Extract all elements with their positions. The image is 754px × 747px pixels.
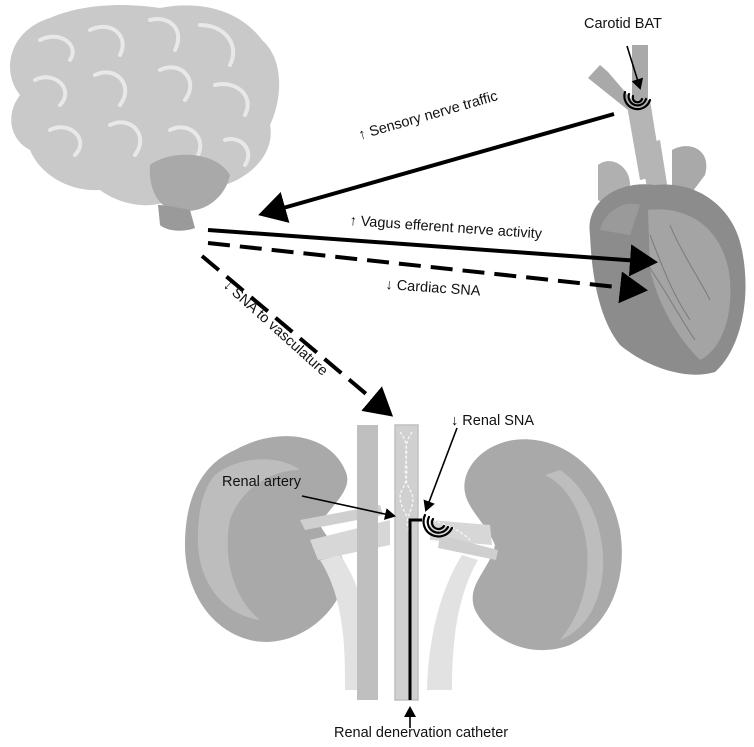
label-renal-artery: Renal artery	[222, 474, 301, 490]
label-carotid-bat: Carotid BAT	[584, 16, 662, 32]
arrows	[200, 45, 658, 728]
renal-stimulator-icon	[422, 513, 454, 538]
arrow-sna-vasculature	[200, 254, 394, 417]
heart-illustration	[589, 140, 746, 375]
label-renal-sna: ↓ Renal SNA	[451, 413, 535, 429]
arrow-cardiac-sna	[207, 241, 648, 304]
kidneys-illustration	[185, 424, 622, 701]
arrow-sensory-nerve-traffic	[258, 112, 615, 223]
carotid-bat-device-icon	[623, 90, 652, 111]
brain-illustration	[10, 5, 280, 231]
label-renal-denervation-catheter: Renal denervation catheter	[334, 725, 509, 741]
pointer-renal-sna	[423, 427, 458, 512]
pointer-renal-artery	[301, 495, 396, 520]
arrow-vagus-efferent	[207, 228, 658, 277]
renal-denervation-catheter-line	[408, 518, 422, 700]
pointer-carotid-bat	[626, 45, 644, 90]
